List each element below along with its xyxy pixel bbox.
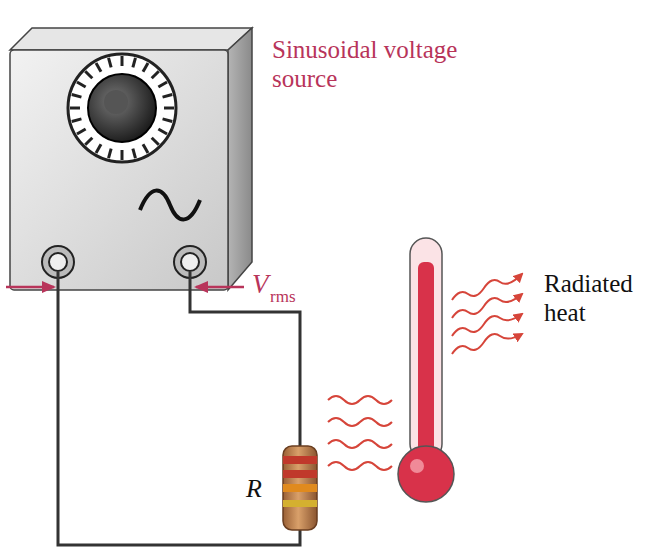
dial-tick	[152, 138, 159, 145]
wires	[58, 272, 300, 545]
dial-tick	[121, 56, 124, 66]
dial-tick	[72, 95, 82, 98]
source-label: Sinusoidal voltage source	[272, 36, 472, 94]
voltage-symbol: V	[252, 269, 269, 300]
dial-tick	[96, 144, 101, 153]
dial-tick	[109, 58, 112, 68]
dial-tick	[96, 63, 101, 72]
dial-tick	[163, 95, 173, 98]
dial-tick	[158, 129, 167, 134]
resistor-symbol	[283, 446, 317, 530]
dial-tick	[77, 129, 86, 134]
dial-tick	[163, 119, 173, 122]
dial-tick	[85, 71, 92, 78]
voltage-subscript: rms	[270, 287, 296, 307]
voltage-source	[10, 28, 252, 290]
dial-tick	[72, 119, 82, 122]
dial-tick	[143, 63, 148, 72]
dial-tick	[133, 149, 136, 159]
dial-tick	[109, 149, 112, 159]
dial-tick	[70, 107, 80, 110]
voltage-arrows	[6, 286, 244, 289]
thermometer	[398, 238, 454, 502]
dial-tick	[158, 82, 167, 87]
dial-tick	[133, 58, 136, 68]
dial-tick	[143, 144, 148, 153]
resistor-label: R	[246, 474, 262, 504]
dial-tick	[152, 71, 159, 78]
dial-tick	[77, 82, 86, 87]
dial-tick	[85, 138, 92, 145]
dial-tick	[164, 107, 174, 110]
dial-tick	[121, 150, 124, 160]
heat-label: Radiated heat	[544, 270, 664, 328]
